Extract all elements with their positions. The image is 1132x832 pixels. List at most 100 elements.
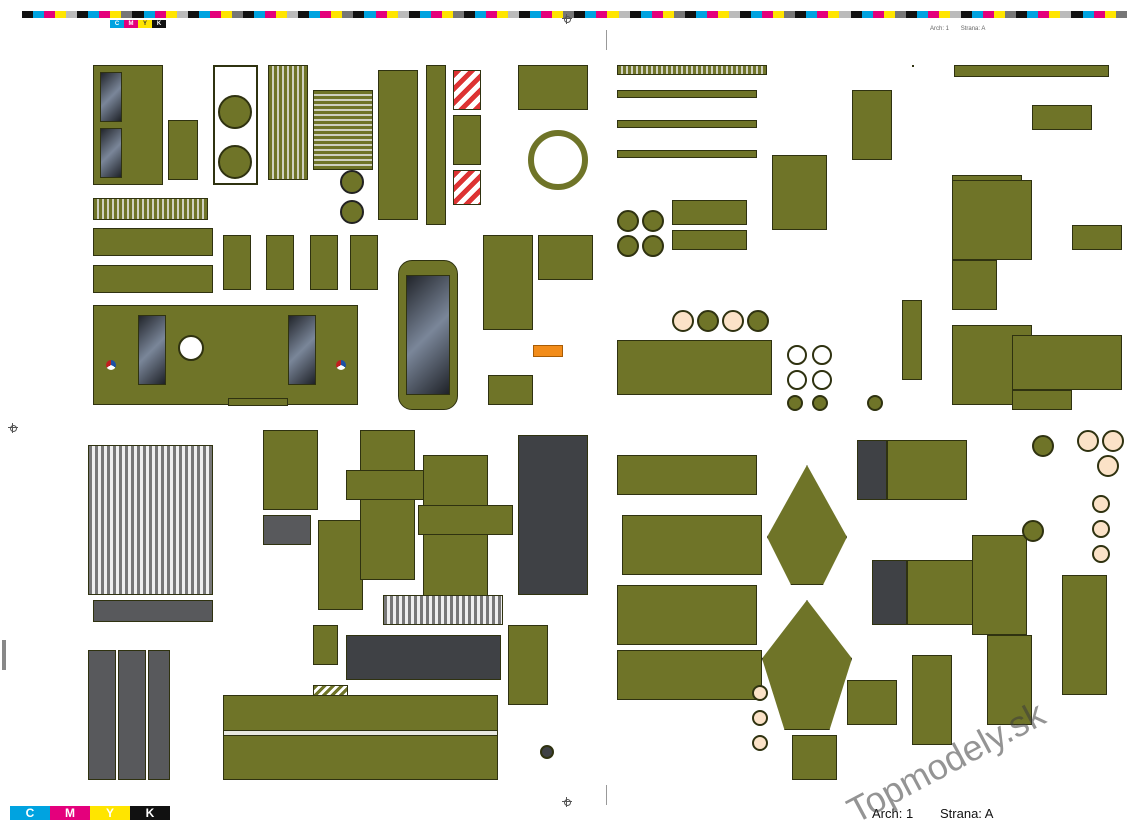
calibration-swatch bbox=[960, 11, 973, 18]
edge-mark bbox=[2, 640, 6, 670]
chassis-part bbox=[418, 505, 513, 535]
calibration-swatch bbox=[717, 11, 729, 18]
panel-part bbox=[313, 625, 338, 665]
calibration-swatch bbox=[287, 11, 299, 18]
sheet-header: Arch: 1 Strana: A bbox=[930, 26, 995, 32]
seat-part bbox=[310, 235, 338, 290]
bracket-part bbox=[852, 90, 892, 160]
cmyk-k: K bbox=[152, 20, 166, 28]
wheel-arch-part bbox=[518, 435, 588, 595]
calibration-swatch bbox=[419, 11, 431, 18]
panel-part bbox=[617, 650, 762, 700]
calibration-swatch bbox=[298, 11, 310, 18]
hatch-part bbox=[218, 145, 252, 179]
calibration-swatch bbox=[662, 11, 674, 18]
calibration-swatch bbox=[497, 11, 509, 18]
registration-mark-icon bbox=[562, 14, 572, 24]
panel-part bbox=[1072, 225, 1122, 250]
panel-part bbox=[672, 200, 747, 225]
calibration-swatch bbox=[276, 11, 288, 18]
strip-part bbox=[954, 65, 1109, 77]
chassis-part bbox=[508, 625, 548, 705]
bracket-part bbox=[952, 260, 997, 310]
calibration-swatch bbox=[265, 11, 277, 18]
cmyk-c: C bbox=[110, 20, 124, 28]
calibration-swatch bbox=[1082, 11, 1094, 18]
box-part bbox=[952, 180, 1032, 260]
window-part bbox=[288, 315, 316, 385]
strip-part bbox=[617, 150, 757, 158]
chassis-part bbox=[346, 470, 436, 500]
calibration-swatch bbox=[33, 11, 45, 18]
reflector-part bbox=[533, 345, 563, 357]
hatch-part bbox=[178, 335, 204, 361]
wheel-part bbox=[617, 235, 639, 257]
parts-panel-bottom-left bbox=[88, 425, 600, 785]
calibration-swatch bbox=[430, 11, 442, 18]
strip-part bbox=[902, 300, 922, 380]
panel-part bbox=[907, 560, 977, 625]
calibration-swatch bbox=[607, 11, 619, 18]
track-part bbox=[263, 515, 311, 545]
calibration-swatch bbox=[839, 11, 851, 18]
side-skirt-part bbox=[378, 70, 418, 220]
seat-part bbox=[266, 235, 294, 290]
calibration-swatch bbox=[66, 11, 78, 18]
calibration-swatch bbox=[552, 11, 564, 18]
calibration-swatch bbox=[452, 11, 464, 18]
panel-part bbox=[617, 585, 757, 645]
tick bbox=[912, 65, 914, 67]
strip-part bbox=[426, 65, 446, 225]
parts-panel-top-right bbox=[612, 60, 1127, 412]
warning-stripe-part bbox=[453, 70, 481, 110]
strip-part bbox=[617, 90, 757, 98]
panel-part bbox=[672, 230, 747, 250]
roundel-icon bbox=[336, 360, 346, 370]
calibration-swatch bbox=[861, 11, 873, 18]
calibration-swatch bbox=[375, 11, 387, 18]
hull-top-part bbox=[93, 305, 358, 405]
calibration-swatch bbox=[253, 11, 266, 18]
color-calibration-bar bbox=[22, 11, 1127, 18]
strip-part bbox=[228, 398, 288, 406]
track-part bbox=[88, 650, 116, 780]
disc-part bbox=[1077, 430, 1099, 452]
grille-part bbox=[268, 65, 308, 180]
chassis-part bbox=[423, 455, 488, 615]
window-part bbox=[100, 72, 122, 122]
calibration-swatch bbox=[397, 11, 409, 18]
calibration-swatch bbox=[463, 11, 475, 18]
track-part bbox=[148, 650, 170, 780]
calibration-swatch bbox=[850, 11, 862, 18]
windshield-part bbox=[406, 275, 450, 395]
calibration-swatch bbox=[574, 11, 586, 18]
hatch-part bbox=[218, 95, 252, 129]
calibration-swatch bbox=[1049, 11, 1061, 18]
disc-part bbox=[752, 735, 768, 751]
box-part bbox=[972, 535, 1027, 635]
calibration-swatch bbox=[784, 11, 796, 18]
parts-panel-top-left bbox=[88, 60, 600, 412]
calibration-swatch bbox=[110, 11, 122, 18]
calibration-swatch bbox=[994, 11, 1006, 18]
panel-part bbox=[168, 120, 198, 180]
track-part bbox=[118, 650, 146, 780]
panel-part bbox=[1012, 390, 1072, 410]
divider-strip bbox=[223, 730, 498, 736]
disc-part bbox=[787, 395, 803, 411]
chassis-part bbox=[360, 430, 415, 580]
calibration-swatch bbox=[242, 11, 254, 18]
calibration-swatch bbox=[651, 11, 663, 18]
calibration-swatch bbox=[386, 11, 398, 18]
door-part bbox=[483, 235, 533, 330]
calibration-swatch bbox=[1071, 11, 1083, 18]
calibration-swatch bbox=[563, 11, 575, 18]
calibration-swatch bbox=[629, 11, 641, 18]
registration-mark-icon bbox=[562, 797, 572, 807]
panel-part bbox=[93, 265, 213, 293]
calibration-swatch bbox=[364, 11, 376, 18]
calibration-swatch bbox=[585, 11, 597, 18]
panel-part bbox=[1032, 105, 1092, 130]
track-strip-part bbox=[93, 600, 213, 622]
box-part bbox=[488, 375, 533, 405]
